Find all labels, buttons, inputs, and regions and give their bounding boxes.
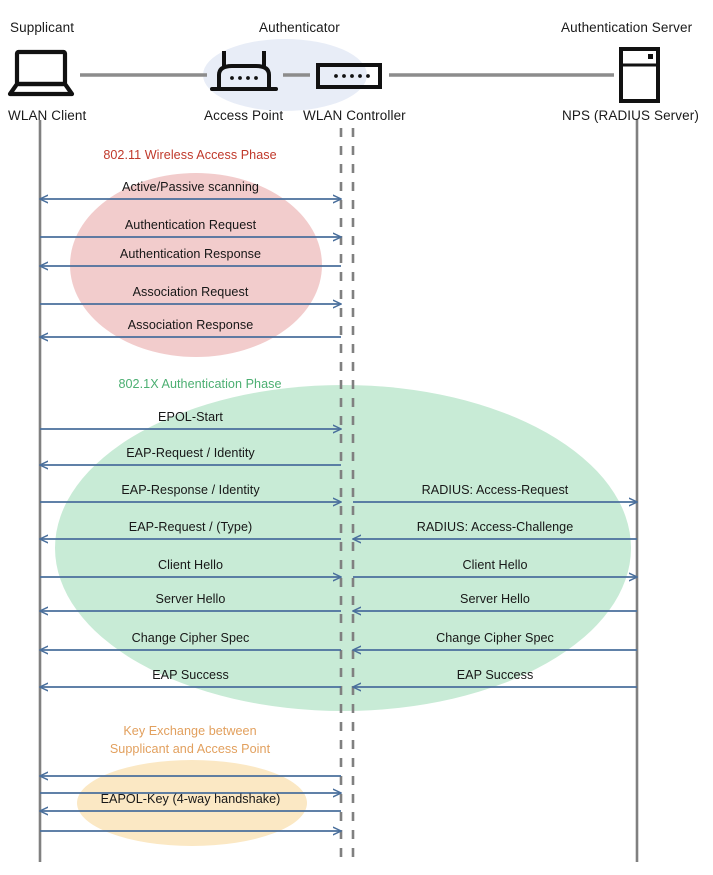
message-label: Association Response bbox=[127, 318, 254, 332]
message-label: Authentication Response bbox=[119, 247, 262, 261]
node-label-access-point: Access Point bbox=[204, 108, 284, 123]
message-label: EPOL-Start bbox=[158, 410, 223, 424]
message-label: RADIUS: Access-Challenge bbox=[416, 520, 574, 534]
message-label: Server Hello bbox=[460, 592, 530, 606]
message-label: Active/Passive scanning bbox=[122, 180, 259, 194]
phase-ellipses bbox=[55, 173, 631, 846]
phase-title-key-exchange-line1: Key Exchange between bbox=[123, 724, 257, 738]
message-label: Change Cipher Spec bbox=[436, 631, 554, 645]
role-label-authenticator: Authenticator bbox=[259, 20, 340, 35]
message-label: Authentication Request bbox=[124, 218, 257, 232]
message-label: Client Hello bbox=[462, 558, 528, 572]
phase-title-dot1x-authentication: 802.1X Authentication Phase bbox=[118, 377, 282, 391]
node-label-wlan-controller: WLAN Controller bbox=[303, 108, 406, 123]
message-label: Client Hello bbox=[158, 558, 223, 572]
message-label: EAP Success bbox=[456, 668, 534, 682]
phase-title-wireless-access: 802.11 Wireless Access Phase bbox=[103, 148, 277, 162]
message-label: Change Cipher Spec bbox=[131, 631, 250, 645]
message-label: Association Request bbox=[132, 285, 249, 299]
wireless-access-point-icon bbox=[210, 51, 278, 91]
phase-title-key-exchange: Key Exchange between Supplicant and Acce… bbox=[0, 722, 380, 759]
phase-ellipse-wireless-access bbox=[70, 173, 322, 357]
laptop-icon bbox=[7, 49, 75, 97]
wlan-controller-icon bbox=[316, 63, 382, 89]
message-arrow-layer bbox=[40, 199, 637, 831]
server-rack-icon bbox=[619, 47, 660, 103]
message-label: EAP-Response / Identity bbox=[121, 483, 260, 497]
node-label-wlan-client: WLAN Client bbox=[8, 108, 87, 123]
message-label: RADIUS: Access-Request bbox=[421, 483, 569, 497]
message-label: EAPOL-Key (4-way handshake) bbox=[100, 792, 281, 806]
role-label-authentication-server: Authentication Server bbox=[561, 20, 693, 35]
message-label: Server Hello bbox=[155, 592, 226, 606]
phase-ellipse-dot1x-authentication bbox=[55, 385, 631, 711]
role-label-supplicant: Supplicant bbox=[10, 20, 75, 35]
phase-ellipse-key-exchange bbox=[77, 760, 307, 846]
lifelines bbox=[38, 120, 639, 862]
message-label: EAP Success bbox=[152, 668, 229, 682]
phase-title-key-exchange-line2: Supplicant and Access Point bbox=[109, 742, 271, 757]
node-label-nps-radius-server: NPS (RADIUS Server) bbox=[562, 108, 699, 123]
message-label: EAP-Request / (Type) bbox=[128, 520, 253, 534]
message-label: EAP-Request / Identity bbox=[126, 446, 255, 460]
